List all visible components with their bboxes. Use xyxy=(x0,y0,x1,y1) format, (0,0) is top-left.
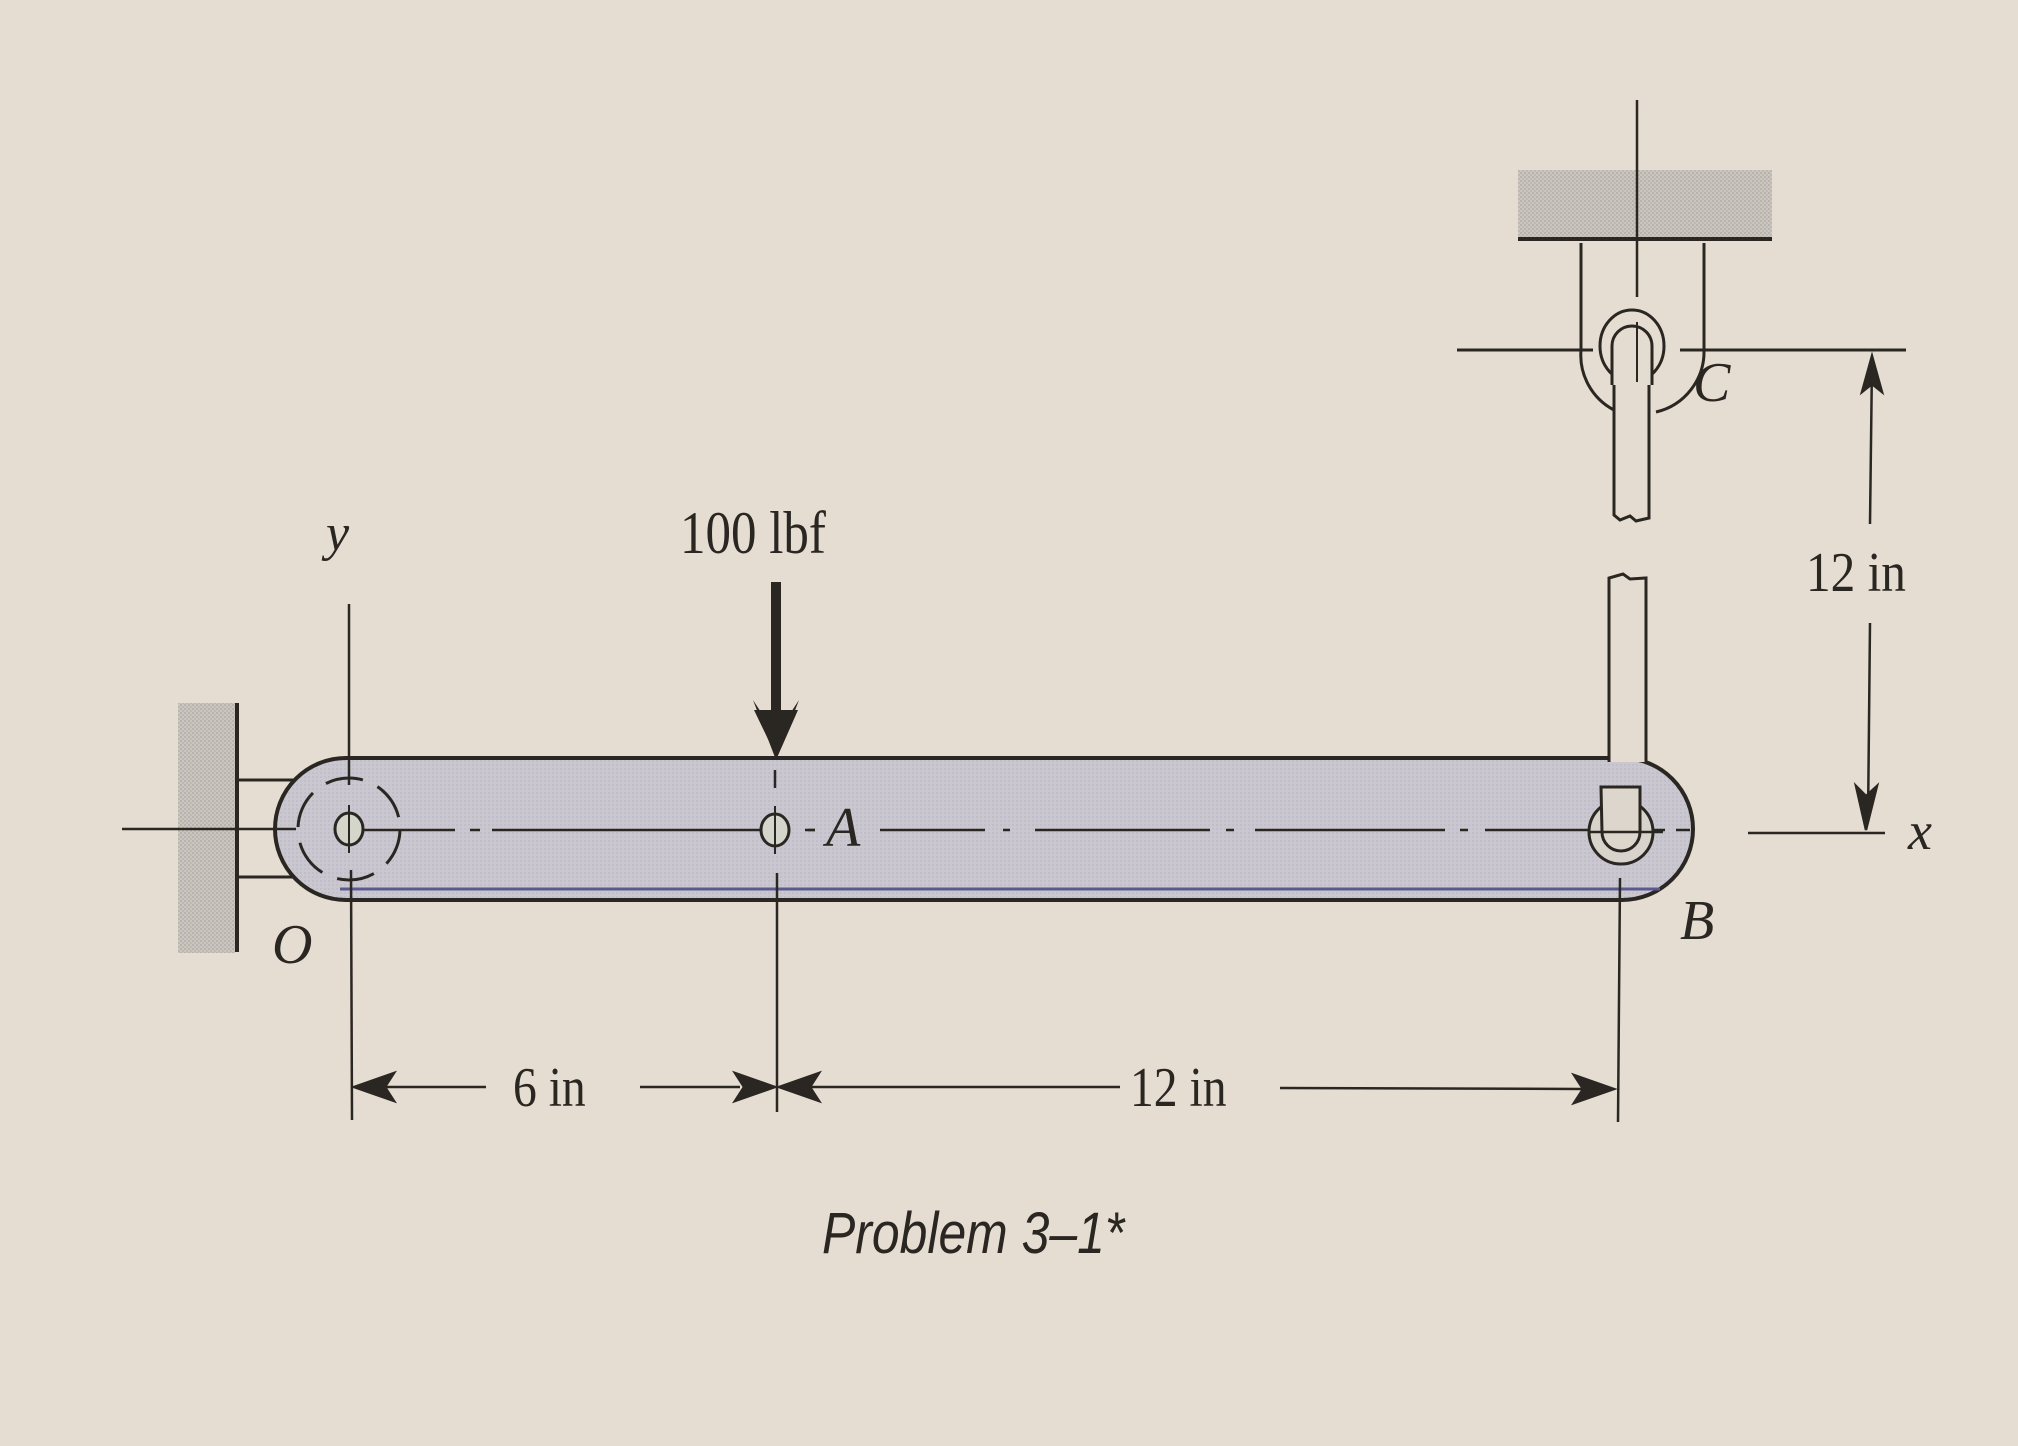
point-A-label: A xyxy=(826,797,861,859)
dimension-AB xyxy=(775,1070,1618,1106)
dimension-BC-label: 12 in xyxy=(1806,542,1906,604)
link-BC-upper xyxy=(1612,340,1651,523)
point-B-label: B xyxy=(1680,890,1715,952)
dimension-AB-label: 12 in xyxy=(1130,1057,1227,1119)
y-axis-label: y xyxy=(326,505,350,562)
pin-B xyxy=(1587,785,1663,1123)
y-axis xyxy=(347,604,354,1121)
x-axis-label: x xyxy=(1908,801,1932,861)
dimension-BC xyxy=(1748,351,1885,835)
point-C-label: C xyxy=(1693,352,1731,414)
link-BC-lower xyxy=(1607,572,1648,762)
load-arrow-down-icon xyxy=(753,582,799,760)
dimension-OA-label: 6 in xyxy=(513,1057,586,1119)
load-label: 100 lbf xyxy=(680,500,826,566)
point-O-label: O xyxy=(272,914,313,976)
point-A-hole xyxy=(759,770,815,1112)
ceiling-support-C xyxy=(1457,100,1906,414)
figure-caption: Problem 3–1* xyxy=(822,1201,1125,1266)
dimension-OA xyxy=(350,1070,779,1104)
